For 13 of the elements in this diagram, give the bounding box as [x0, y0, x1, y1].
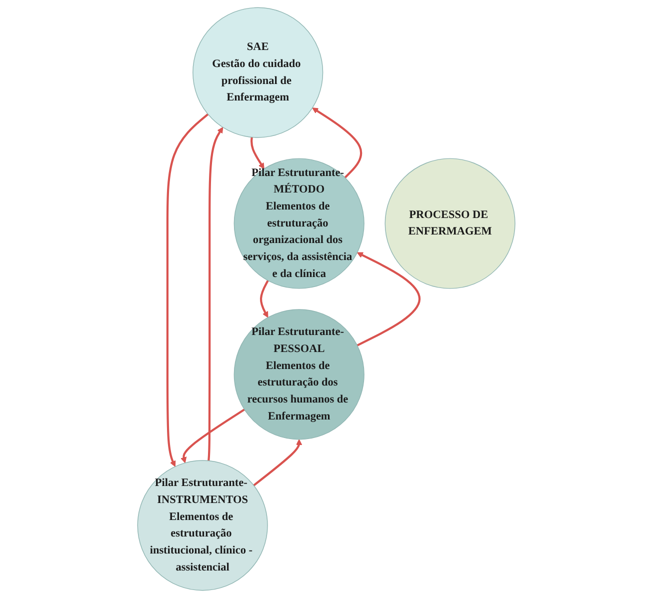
- node-circle: Pilar Estruturante- PESSOAL Elementos de estruturação dos recursos humanos de Enfermagem: [234, 309, 364, 440]
- arrow: [166, 113, 208, 467]
- arrow: [312, 108, 362, 178]
- node-circle: PROCESSO DE ENFERMAGEM: [384, 158, 516, 289]
- node-circle: Pilar Estruturante- INSTRUMENTOS Elementos de estruturação institucional, clínico - assistencial: [136, 460, 268, 591]
- node-circle: SAE Gestão do cuidado profissional de Enfermagem: [192, 7, 323, 138]
- arrow: [180, 408, 245, 464]
- arrow: [252, 439, 302, 486]
- arrow: [260, 280, 269, 318]
- arrow: [356, 252, 420, 346]
- arrow: [250, 137, 264, 170]
- node-circle: Pilar Estruturante- MÉTODO Elementos de estruturação organizacional dos serviços, da assistência e da clínica: [234, 158, 364, 289]
- arrow: [207, 127, 223, 461]
